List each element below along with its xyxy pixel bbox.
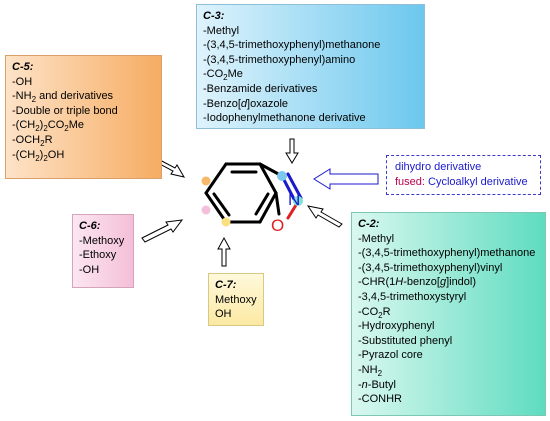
c3-item: -Methyl xyxy=(203,24,240,37)
c3-position-dot xyxy=(277,171,287,181)
c2-item: -3,4,5-trimethoxystyryl xyxy=(358,290,467,303)
arrow-fused xyxy=(313,168,379,190)
arrow-c6 xyxy=(141,219,184,243)
c2-item: -CHR(1H-benzo[g]indol) xyxy=(358,276,477,289)
c3-heading: C-3: xyxy=(203,10,225,22)
c2-item: -Substituted phenyl xyxy=(358,334,453,347)
c5-item: -(CH2)2CO2Me xyxy=(12,119,85,134)
c6-substituents-box: C-6: -Methoxy -Ethoxy -OH xyxy=(72,214,134,288)
c6-heading: C-6: xyxy=(79,220,101,232)
c2-item: -(3,4,5-trimethoxyphenyl)methanone xyxy=(358,247,536,260)
c5-item: -OH xyxy=(12,75,33,88)
c3-item: -Benzamide derivatives xyxy=(203,82,318,95)
c3-item: -(3,4,5-trimethoxyphenyl)amino xyxy=(203,53,356,66)
c5-substituents-box: C-5: -OH -NH2 and derivatives -Double or… xyxy=(5,55,162,179)
c2-item: -CO2R xyxy=(358,305,391,320)
arrow-c3 xyxy=(285,138,299,164)
c3-item: -(3,4,5-trimethoxyphenyl)methanone xyxy=(203,39,381,52)
c2-item: -(3,4,5-trimethoxyphenyl)vinyl xyxy=(358,261,503,274)
c6-item: -Methoxy xyxy=(79,234,125,247)
c2-item: -Hydroxyphenyl xyxy=(358,320,435,333)
arrow-c7 xyxy=(217,236,231,267)
c2-position-dot xyxy=(293,196,303,206)
c7-item: Methoxy xyxy=(215,293,257,306)
c5-item: -OCH2R xyxy=(12,133,53,149)
c2-heading: C-2: xyxy=(358,218,380,230)
scaffold-bonds xyxy=(204,162,284,224)
o-bond xyxy=(286,203,298,220)
c5-item: -(CH2)2OH xyxy=(12,148,65,163)
c3-item: -Benzo[d]oxazole xyxy=(203,97,289,110)
fused-label: fused: xyxy=(395,176,425,188)
c6-position-dot xyxy=(201,205,211,215)
c6-item: -OH xyxy=(79,263,100,276)
dihydro-line: dihydro derivative xyxy=(395,161,482,173)
arrow-c2 xyxy=(306,205,343,228)
c2-item: -CONHR xyxy=(358,393,402,406)
c3-item: -CO2Me xyxy=(203,68,243,83)
c2-item: -n-Butyl xyxy=(358,378,396,391)
fused-description: Cycloalkyl derivative xyxy=(424,176,528,188)
c2-item: -NH2 xyxy=(358,363,383,379)
arrows xyxy=(141,138,379,267)
c5-item: -NH2 and derivatives xyxy=(12,90,114,105)
c3-item: -Iodophenylmethanone derivative xyxy=(203,112,366,125)
c6-item: -Ethoxy xyxy=(79,249,117,262)
c5-item: -Double or triple bond xyxy=(12,104,118,117)
c7-heading: C-7: xyxy=(215,279,237,291)
c3-substituents-box: C-3: -Methyl -(3,4,5-trimethoxyphenyl)me… xyxy=(196,4,425,129)
fused-line: fused: Cycloalkyl derivative xyxy=(395,175,532,190)
n-atom-label: N xyxy=(288,190,300,209)
ring-modification-box: dihydro derivative fused: Cycloalkyl der… xyxy=(386,155,541,195)
c2-item: -Pyrazol core xyxy=(358,349,423,362)
c5-position-dot xyxy=(201,176,211,186)
c7-position-dot xyxy=(221,217,231,227)
c2-substituents-box: C-2: -Methyl -(3,4,5-trimethoxyphenyl)me… xyxy=(351,212,546,416)
c5-heading: C-5: xyxy=(12,61,34,73)
c7-substituents-box: C-7: Methoxy OH xyxy=(208,273,264,326)
c7-item: OH xyxy=(215,308,232,321)
c2-item: -Methyl xyxy=(358,232,395,245)
o-atom-label: O xyxy=(271,216,284,235)
